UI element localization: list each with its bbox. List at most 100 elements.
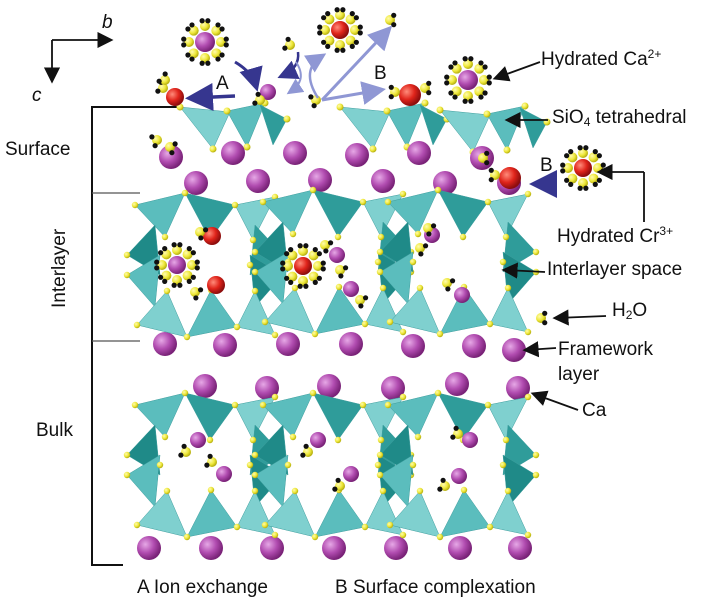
hydrogen-atom — [560, 168, 566, 174]
oxygen-atom — [284, 461, 292, 469]
ca-atom — [445, 372, 469, 396]
oxygen-atom — [251, 268, 259, 276]
hydrogen-atom — [317, 30, 323, 36]
marker-a: A — [216, 73, 229, 94]
oxygen-atom — [233, 523, 241, 531]
hydrogen-atom — [338, 273, 344, 279]
hydrogen-atom — [202, 227, 209, 233]
ca-ion — [458, 70, 478, 90]
hydrogen-atom — [323, 248, 329, 254]
hydration-water — [182, 270, 193, 281]
hydrogen-atom — [154, 265, 160, 271]
hydrated-cr-label: Hydrated Cr3+ — [557, 224, 674, 247]
sio4-tetrahedron — [312, 189, 364, 238]
hydration-water — [563, 163, 573, 173]
oxygen-atom — [359, 401, 367, 409]
oxygen-atom — [233, 323, 241, 331]
leader-framework — [522, 341, 557, 358]
marker-b-right: B — [540, 155, 553, 176]
hydrogen-atom — [482, 64, 488, 70]
oxygen-atom — [409, 258, 417, 266]
ca-atom — [260, 536, 284, 560]
hydrogen-atom — [568, 149, 574, 155]
leader-ca — [530, 390, 579, 411]
oxygen-atom — [532, 471, 540, 479]
sio4-tetrahedron — [234, 396, 276, 441]
hydrogen-atom — [162, 278, 168, 284]
sio4-tetrahedron — [487, 396, 529, 441]
oxygen-atom — [259, 198, 267, 206]
oxygen-atom — [502, 233, 510, 241]
interlayer-label: Interlayer — [49, 228, 70, 308]
hydrogen-atom — [353, 15, 359, 21]
arrow-a-exchange — [185, 83, 236, 112]
hydrogen-atom — [468, 98, 474, 104]
legend-surface-complexation: B Surface complexation — [335, 577, 536, 598]
oxygen-atom — [440, 481, 450, 491]
oxygen-atom — [386, 521, 394, 529]
hydrogen-atom — [199, 60, 205, 66]
sio4-tetrahedron — [439, 109, 491, 153]
oxygen-atom — [183, 333, 191, 341]
hydration-water — [211, 48, 222, 59]
arrow-b-complex — [321, 81, 386, 105]
leader-hydrated-ca — [492, 61, 541, 82]
sio4-label: SiO4 tetrahedral — [552, 107, 687, 129]
ca-bulk — [216, 466, 232, 482]
oxygen-atom — [152, 135, 162, 145]
ca-atom — [462, 334, 486, 358]
oxygen-atom — [303, 447, 313, 457]
sio4-tetrahedron — [314, 489, 366, 538]
hydrogen-atom — [488, 167, 494, 173]
oxygen-atom — [361, 523, 369, 531]
oxygen-atom — [399, 393, 407, 401]
hydrogen-atom — [542, 310, 548, 316]
hydrogen-atom — [303, 443, 309, 449]
oxygen-atom — [223, 107, 231, 115]
oxygen-atom — [335, 481, 345, 491]
sio4-tetrahedron — [486, 105, 526, 151]
framework-label-line2: layer — [558, 364, 600, 385]
hydrogen-atom — [152, 143, 158, 149]
oxygen-atom — [207, 486, 215, 494]
cr-ion — [331, 21, 349, 39]
ca-atom — [221, 141, 245, 165]
oxygen-atom — [386, 318, 394, 326]
hydration-water — [172, 245, 182, 255]
oxygen-atom — [133, 321, 141, 329]
hydration-water — [216, 37, 226, 47]
hydrogen-atom — [223, 42, 229, 48]
axis-c-label: c — [32, 85, 42, 106]
sio4-tetrahedron — [489, 490, 529, 536]
oxygen-atom — [181, 389, 189, 397]
oxygen-atom — [259, 401, 267, 409]
ca-atom — [502, 338, 526, 362]
oxygen-atom — [436, 533, 444, 541]
hydrogen-atom — [327, 240, 334, 246]
oxygen-atom — [416, 487, 424, 495]
hydrogen-atom — [181, 443, 187, 449]
hydration-water — [463, 91, 473, 101]
hydrogen-atom — [171, 282, 177, 288]
oxygen-atom — [334, 436, 342, 444]
oxygen-atom — [486, 523, 494, 531]
hydrogen-atom — [334, 47, 340, 53]
hydrogen-atom — [592, 149, 598, 155]
hydrogen-atom — [340, 47, 346, 53]
axis-b-label: b — [102, 12, 113, 33]
sio4-tetrahedron — [419, 104, 448, 146]
hydrogen-atom — [453, 425, 459, 431]
hydrogen-atom — [172, 141, 178, 147]
hydrogen-atom — [462, 56, 468, 62]
oxygen-atom — [249, 436, 257, 444]
ca-label: Ca — [582, 400, 607, 421]
sio4-tetrahedron — [487, 193, 529, 238]
hydrogen-atom — [215, 56, 221, 62]
ca-atom — [317, 374, 341, 398]
ca-atom — [255, 376, 279, 400]
hydrogen-atom — [284, 251, 290, 257]
hydrogen-atom — [484, 150, 490, 156]
cr-adsorbed — [499, 167, 521, 189]
hydrogen-atom — [583, 185, 589, 191]
hydrogen-atom — [282, 45, 288, 51]
